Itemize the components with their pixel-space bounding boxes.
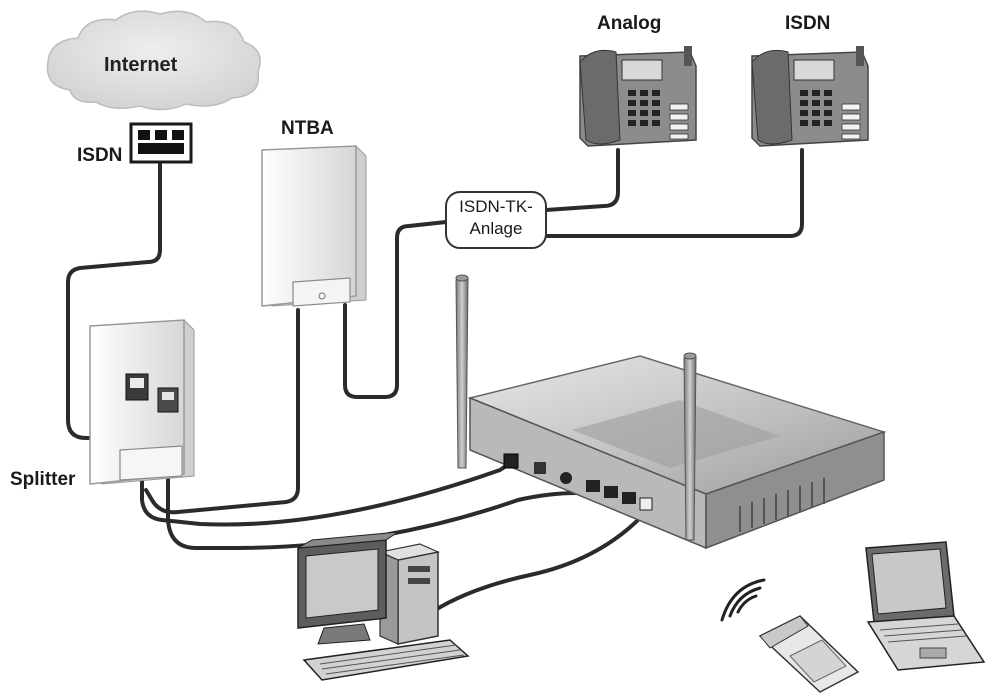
ntba-device-icon: [261, 145, 367, 307]
cable-splitter-router: [140, 398, 514, 527]
router-device-icon: [455, 274, 887, 550]
laptop-icon: [865, 541, 985, 671]
internet-label: Internet: [104, 54, 178, 76]
isdn-socket-icon: [129, 122, 193, 164]
desktop-computer-icon: [297, 531, 470, 681]
splitter-device-icon: [89, 319, 195, 485]
pbx-label: ISDN-TK- Anlage: [446, 196, 546, 240]
isdn-socket-label: ISDN: [77, 145, 123, 166]
wlan-card-icon: [720, 578, 860, 693]
cable-pbx-analog: [544, 148, 620, 212]
isdn-phone-icon: [751, 46, 869, 147]
wireless-signal-icon: [720, 578, 766, 622]
isdn-phone-label: ISDN: [785, 13, 831, 34]
cable-ntba-splitter: [144, 308, 300, 515]
cable-socket-splitter: [66, 158, 162, 440]
ntba-label: NTBA: [281, 118, 334, 139]
cable-pbx-isdn: [544, 148, 804, 238]
cable-ntba-pbx: [343, 220, 448, 399]
pbx-label-line2: Anlage: [469, 219, 523, 238]
pbx-box-icon: [445, 191, 547, 249]
splitter-label: Splitter: [10, 469, 76, 490]
analog-phone-label: Analog: [597, 13, 662, 34]
internet-cloud-icon: [46, 10, 261, 111]
analog-phone-icon: [579, 46, 697, 147]
pbx-label-line1: ISDN-TK-: [459, 197, 533, 216]
cable-router-pc: [430, 512, 646, 614]
